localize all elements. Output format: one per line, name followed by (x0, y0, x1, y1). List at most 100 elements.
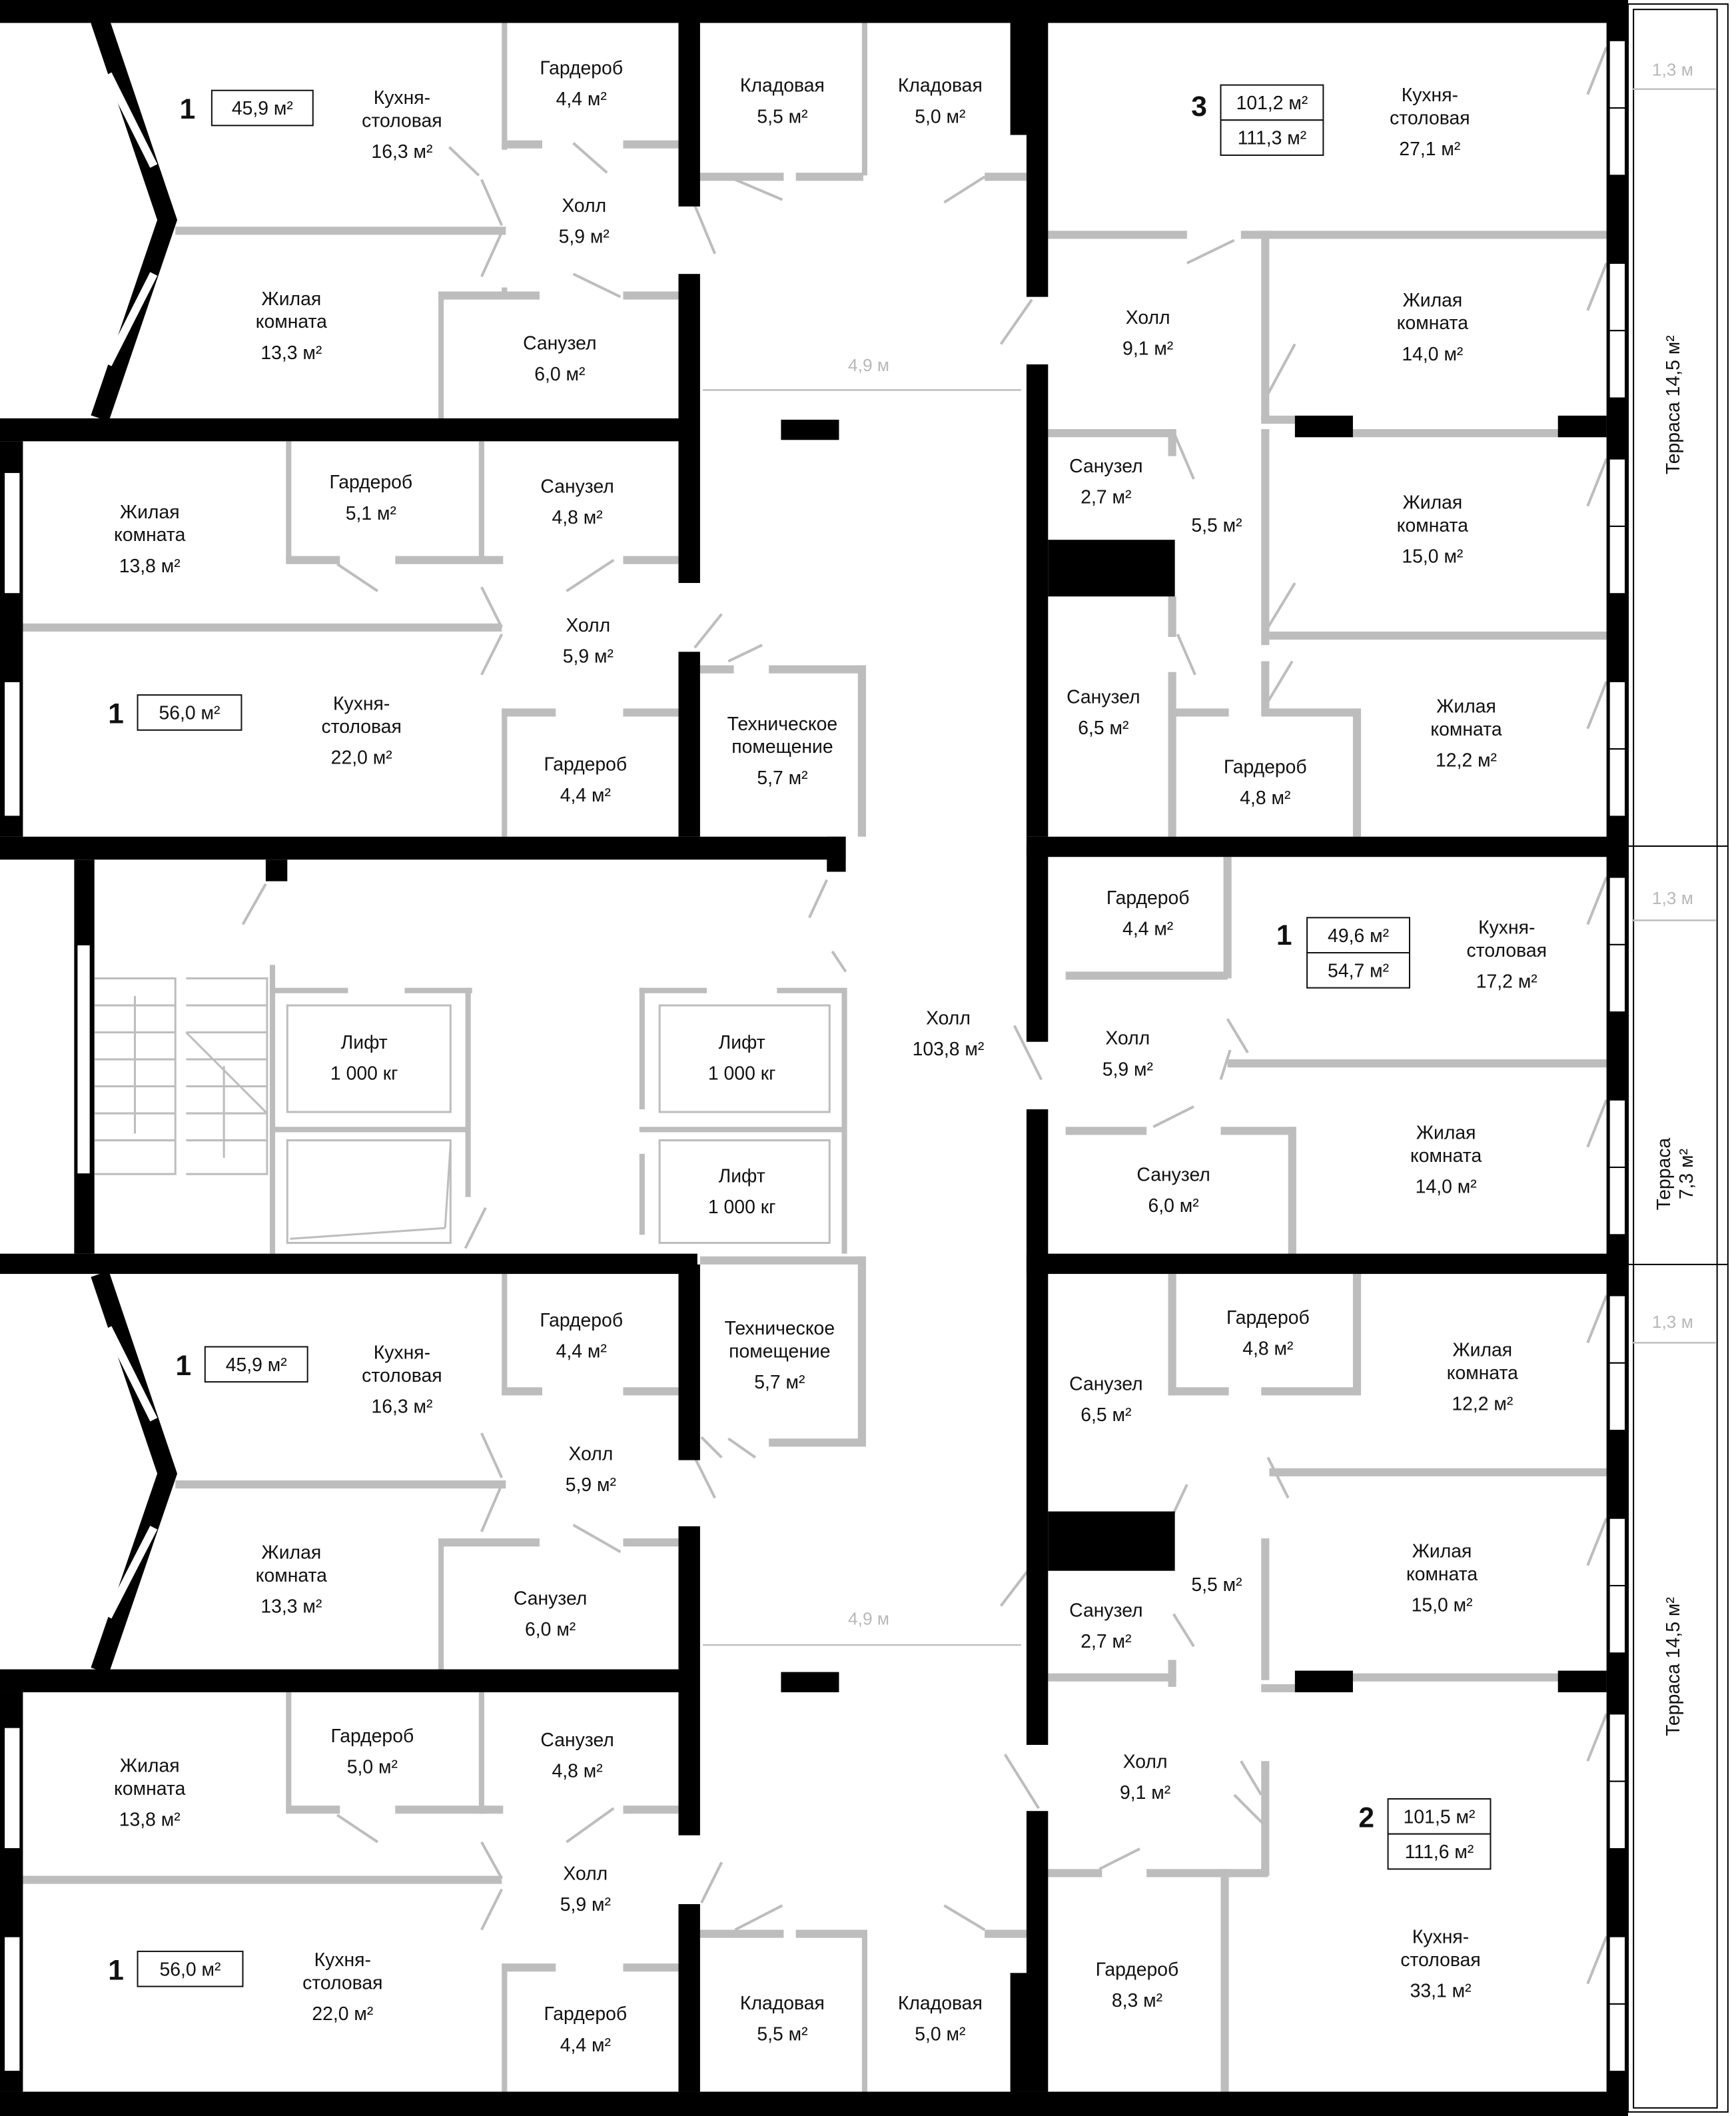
partition (286, 556, 340, 564)
room-area: 22,0 м² (312, 2003, 373, 2025)
window (1608, 1295, 1626, 1364)
door-swing (1266, 1456, 1290, 1499)
partition (1261, 1387, 1359, 1396)
door-swing (1176, 634, 1196, 676)
dimension-label: 1,3 м (1652, 1312, 1693, 1332)
partition (699, 665, 734, 674)
window (1608, 107, 1626, 177)
door-swing (480, 231, 504, 278)
door-swing (727, 175, 783, 201)
partition (1261, 231, 1270, 420)
window (1608, 1935, 1626, 2005)
room-name: Холл (568, 1444, 613, 1465)
apartment-area-box (1306, 917, 1410, 954)
wall (1026, 836, 1629, 857)
partition (1223, 857, 1232, 979)
room-name: Кладовая (740, 75, 825, 97)
partition (286, 1806, 340, 1814)
room-area: 4,4 м² (1122, 919, 1173, 940)
room-name: Лифт (341, 1032, 388, 1053)
room-name: комната (1406, 1564, 1478, 1585)
door-swing (1172, 431, 1195, 480)
apartment-area-box (204, 1346, 308, 1383)
partition (502, 140, 542, 149)
terrace-area: 7,3 м² (1676, 1149, 1697, 1199)
room-area: 5,5 м² (1191, 515, 1242, 536)
apartment-area-box (1220, 119, 1324, 156)
partition (1352, 1274, 1362, 1396)
room-area: 6,0 м² (1148, 1195, 1199, 1217)
partition (623, 140, 680, 149)
partition (1269, 1468, 1607, 1476)
room-area: 5,0 м² (347, 1757, 398, 1778)
room-name: столовая (362, 1365, 442, 1386)
door-swing (480, 1841, 504, 1879)
room-name: Санузел (523, 333, 596, 354)
window (3, 1935, 21, 2073)
partition (623, 1538, 680, 1547)
room-area: 1 000 кг (330, 1063, 398, 1084)
room-name: Жилая (120, 502, 180, 523)
room-name: Холл (1126, 307, 1170, 328)
partition (1261, 661, 1270, 709)
dimension-lines (702, 88, 1716, 1646)
room-area: 5,5 м² (757, 106, 807, 127)
terrace-label: Терраса 14,5 м² (1663, 335, 1684, 474)
wall (1294, 415, 1353, 438)
room-area: 4,8 м² (1240, 788, 1290, 809)
partition (777, 987, 845, 993)
room-name: комната (1397, 515, 1468, 536)
room-area: 13,3 м² (260, 342, 322, 364)
room-area: 5,9 м² (560, 1894, 611, 1915)
terrace-area: 14,5 м² (1663, 1597, 1684, 1658)
partition (395, 556, 504, 564)
door-swing (1172, 1613, 1195, 1648)
partition (438, 1538, 444, 1670)
door-swing (1240, 1760, 1262, 1796)
window (1608, 1517, 1626, 1586)
partition (639, 987, 645, 1109)
terraces (1627, 3, 1729, 2113)
partition (795, 173, 863, 181)
apartment-area: 45,9 м² (232, 98, 293, 119)
window (1608, 525, 1626, 595)
window (1608, 1099, 1626, 1169)
apartment-area: 111,6 м² (1405, 1842, 1474, 1863)
partition (1261, 1684, 1295, 1692)
partition (1048, 1673, 1176, 1682)
room-name: столовая (1400, 1949, 1480, 1971)
room-area: 4,4 м² (560, 785, 611, 806)
apartment-area: 56,0 м² (159, 703, 220, 724)
room-area: 15,0 м² (1402, 546, 1463, 568)
partition (1261, 429, 1270, 646)
wall (1557, 415, 1607, 438)
room-name: Гардероб (540, 1310, 623, 1331)
angled-wall (91, 17, 178, 422)
wall (0, 0, 1629, 23)
door-swing (808, 879, 829, 919)
partition (857, 1256, 866, 1442)
partition (502, 708, 556, 717)
room-area: 5,7 м² (757, 768, 807, 789)
partition (623, 708, 680, 717)
window (1608, 748, 1626, 817)
windows (3, 39, 1626, 2073)
partition (623, 556, 680, 564)
room-name: Гардероб (1226, 1307, 1310, 1328)
room-name: Гардероб (544, 754, 627, 776)
wall (678, 1903, 700, 2092)
partition (795, 1929, 863, 1938)
partition (1168, 672, 1176, 837)
wall (0, 1669, 697, 1692)
partition (1220, 1869, 1229, 2092)
partition (639, 1153, 645, 1235)
door-swing (566, 1807, 615, 1844)
wall (0, 2091, 1629, 2116)
partition (1065, 971, 1228, 980)
room-area: 5,9 м² (1102, 1059, 1153, 1080)
door-swing (480, 634, 504, 676)
partition (269, 1127, 470, 1133)
room-name: комната (256, 311, 327, 332)
room-area: 16,3 м² (371, 141, 432, 163)
